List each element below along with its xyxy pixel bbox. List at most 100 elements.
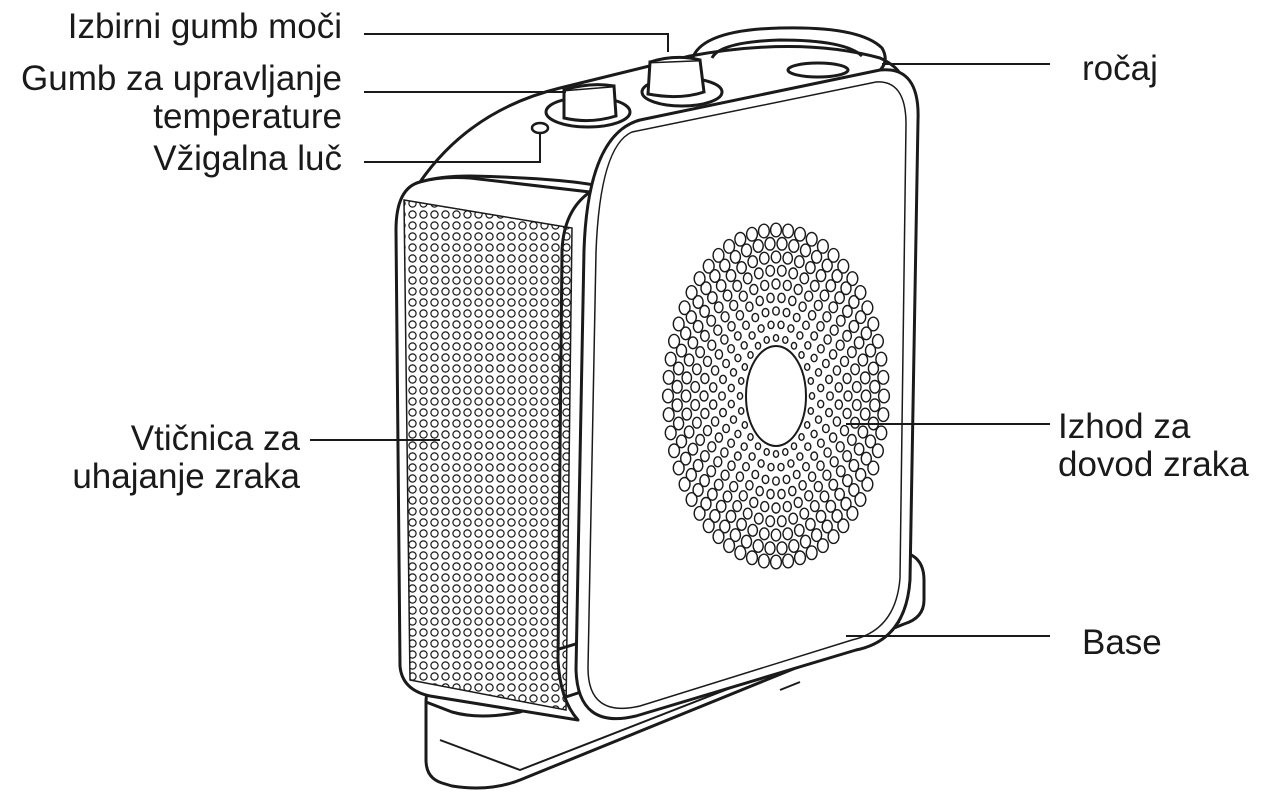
grille-hole [737,407,745,416]
grille-hole [802,461,811,472]
grille-hole [710,365,720,376]
grille-hole [860,451,872,466]
grille-hole [854,492,867,508]
grille-hole [802,320,811,331]
grille-hole [722,238,736,254]
label-base-text: Base [1082,623,1162,662]
grille-hole [777,488,786,500]
grille-hole [804,340,812,350]
grille-hole [807,377,815,386]
grille-hole [864,343,877,358]
grille-hole [813,299,823,312]
grille-hole [832,365,842,376]
grille-hole [867,316,880,332]
grille-hole [829,456,839,468]
grille-hole [742,461,751,472]
grille-hole [793,496,803,509]
grille-hole [708,382,718,393]
grille-hole [702,518,715,534]
grille-hole [846,346,857,359]
grille-hole [753,512,764,525]
grille-hole [814,415,823,424]
grille-hole [767,320,775,330]
grille-hole [827,247,840,263]
grille-hole [822,469,832,481]
grille-hole [788,485,797,497]
grille-hole [793,283,803,296]
grille-hole [825,499,837,513]
grille-hole [827,529,840,545]
grille-hole [804,442,812,451]
grille-hole [685,492,698,508]
grille-hole [729,528,742,543]
grille-hole [848,458,860,473]
grille-hole [735,471,745,483]
grille-hole [805,261,816,275]
grille-hole [745,226,759,242]
grille-hole [729,249,742,264]
grille-hole [831,509,843,524]
grille-hole [825,407,834,418]
grille-hole [772,306,781,316]
grille-hole [764,236,776,251]
label-front-inlet-line1: Izhod za [1058,407,1191,446]
grille-hole [837,258,850,274]
grille-hole [690,398,701,412]
grille-hole [715,279,727,293]
grille-hole [846,433,857,447]
grille-hole [667,443,681,459]
grille-hole [777,292,786,304]
grille-hole [714,432,724,443]
grille-hole [816,320,825,332]
grille-hole [769,222,783,238]
grille-hole [814,367,823,377]
grille-hole [745,479,754,491]
grille-hole [875,425,888,441]
grille-hole [752,238,764,253]
grille-hole [738,490,748,502]
grille-hole [877,407,890,423]
grille-hole [860,326,872,341]
grille-hole [664,351,677,367]
label-side-outlet-line2: uhajanje zraka [72,457,300,496]
grille-hole [661,388,675,404]
grille-hole [846,505,859,521]
grille-hole [742,320,751,331]
grille-hole [782,251,794,265]
grille-hole [708,399,718,410]
grille-hole [681,371,693,385]
grille-hole [798,479,807,491]
grille-hole [667,333,681,349]
grille-hole [702,424,713,437]
grille-hole [757,553,771,569]
grille-hole [678,476,691,492]
grille-hole [825,279,837,293]
grille-hole [741,363,749,372]
grille-hole [816,238,830,254]
grille-hole [828,478,839,491]
grille-hole [672,416,685,431]
grille-hole [819,490,830,503]
grille-hole [842,304,853,319]
grille-hole [821,358,830,369]
label-pilot-light: Vžigalna luč [20,140,342,178]
grille-hole [699,474,710,488]
grille-hole [719,258,731,273]
grille-hole [664,425,677,441]
grille-hole [782,474,791,485]
grille-hole [851,398,862,412]
grille-hole [715,499,727,513]
grille-hole [850,416,861,429]
grille-hole [725,269,737,283]
grille-hole [700,496,712,511]
grille-hole [671,379,683,394]
grille-hole [760,500,770,513]
label-pilot-light-text: Vžigalna luč [153,139,342,178]
grille-hole [798,351,805,360]
grille-hole [807,309,817,321]
grille-hole [855,467,867,482]
grille-hole [821,519,833,534]
grille-hole [831,269,843,284]
grille-hole [693,271,706,287]
